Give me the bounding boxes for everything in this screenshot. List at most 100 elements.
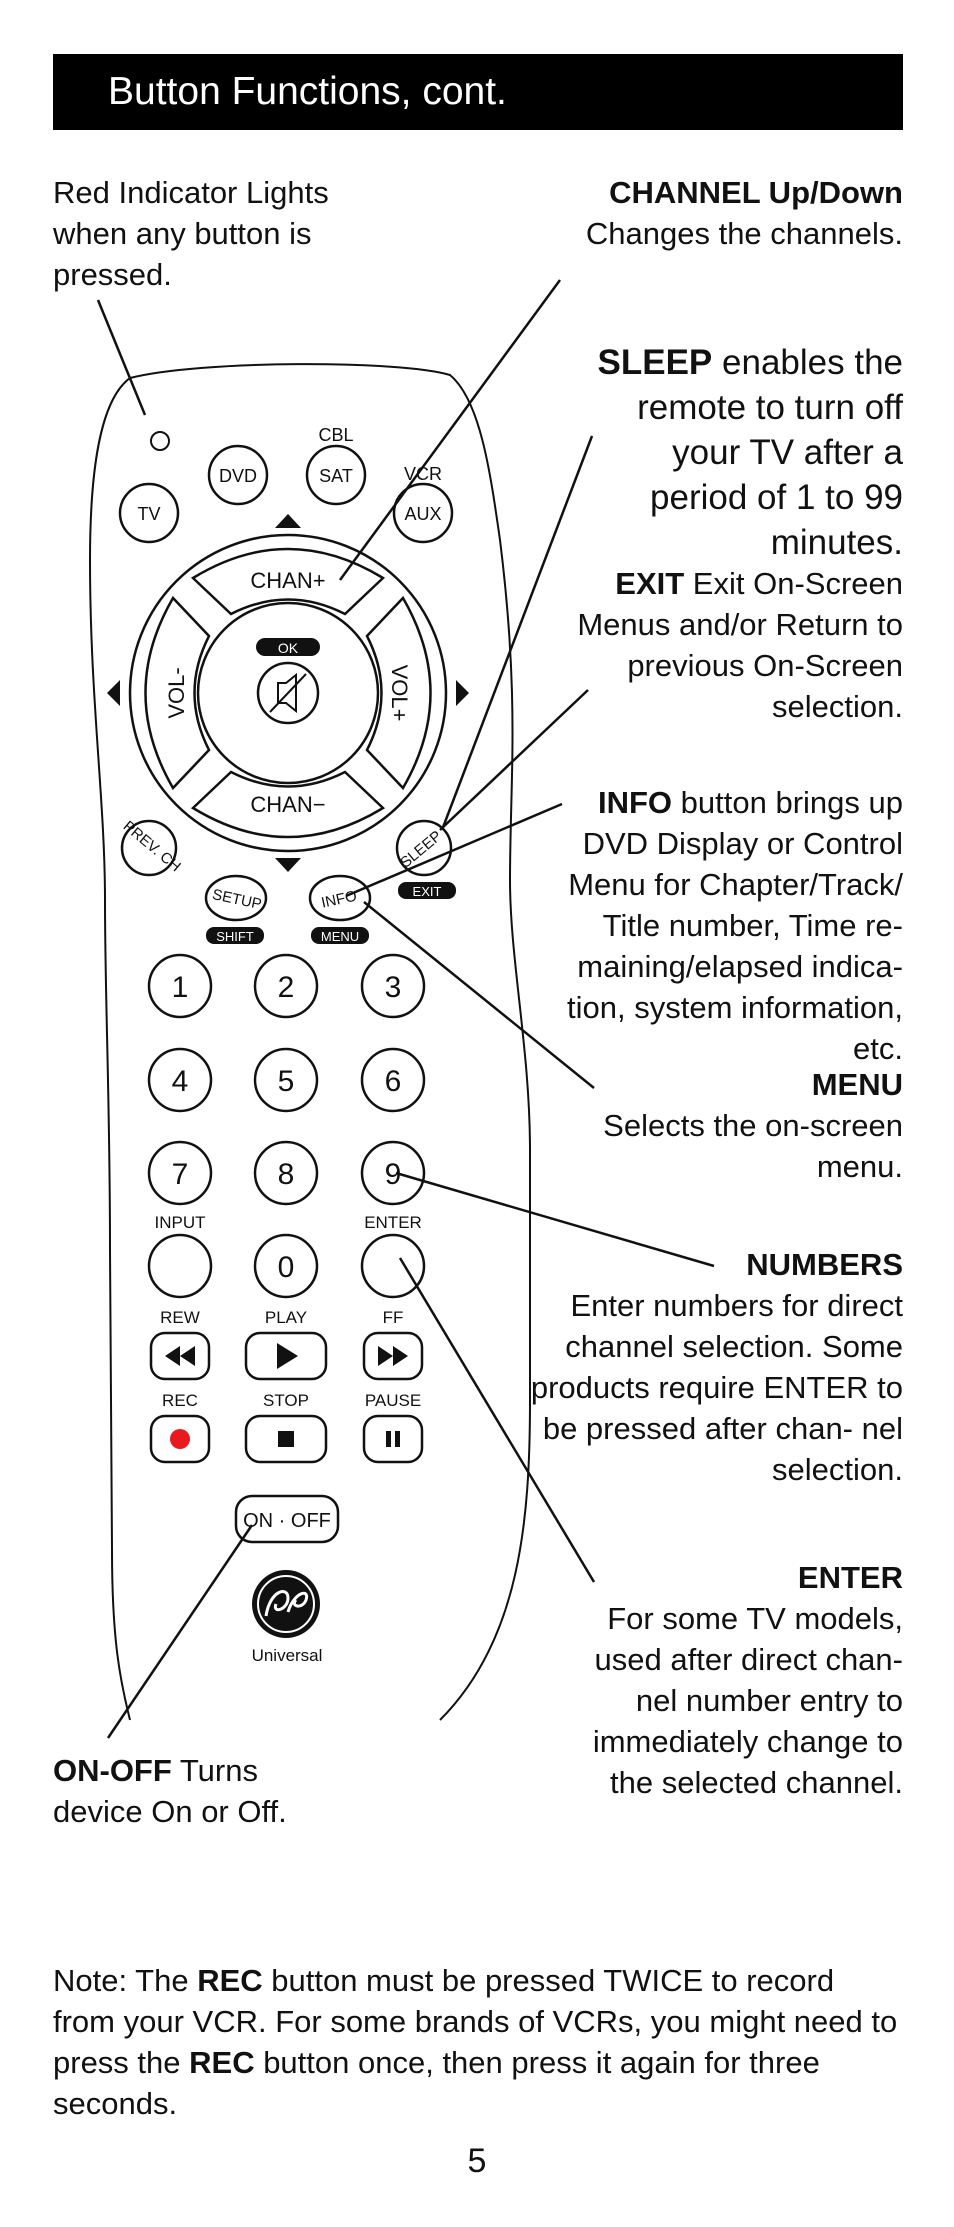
- sat-label: SAT: [319, 466, 353, 486]
- leader-sleep: [440, 435, 594, 831]
- chan-down-button: [190, 770, 386, 839]
- on-off-button: [234, 1494, 340, 1544]
- exit-badge: [398, 882, 456, 899]
- leader-info: [345, 802, 563, 898]
- enter-button: [360, 1233, 426, 1299]
- digit-2-button: [253, 953, 319, 1019]
- leader-indicator: [96, 299, 147, 416]
- digit-0-label: 0: [278, 1251, 295, 1284]
- digit-8-button: [253, 1140, 319, 1206]
- digit-3-label: 3: [385, 971, 402, 1004]
- indicator-light: [150, 431, 170, 451]
- pause-button: [362, 1414, 424, 1464]
- fast-forward-icon-2: [393, 1346, 408, 1366]
- sleep-button: [395, 819, 453, 877]
- digit-4-button: [147, 1047, 213, 1113]
- channel-annotation: CHANNEL Up/Down Changes the channels.: [500, 172, 903, 254]
- leader-exit: [439, 689, 589, 831]
- mute-icon: [269, 672, 307, 714]
- ok-badge: [256, 638, 320, 656]
- note-suffix: button once, then press it again for thr…: [53, 2045, 820, 2121]
- aux-label: AUX: [404, 504, 441, 524]
- play-label: PLAY: [265, 1308, 307, 1327]
- digit-2-label: 2: [278, 971, 295, 1004]
- digit-4-label: 4: [172, 1065, 189, 1098]
- pause-label: PAUSE: [365, 1391, 421, 1410]
- note-rec-1: REC: [197, 1963, 263, 1998]
- menu-badge: [311, 927, 369, 944]
- vol-up-label: VOL+: [387, 665, 412, 722]
- menu-label: MENU: [321, 929, 359, 944]
- input-label: INPUT: [155, 1213, 206, 1232]
- onoff-annotation: ON-OFF Turns device On or Off.: [53, 1750, 343, 1832]
- setup-button: [204, 874, 268, 922]
- chan-up-button: [190, 547, 386, 616]
- red-indicator-annotation: Red Indicator Lights when any button is …: [53, 172, 343, 295]
- mute-button: [256, 661, 320, 725]
- prev-ch-button: [120, 819, 178, 877]
- section-header: Button Functions, cont.: [53, 54, 903, 130]
- sleep-body: enables the remote to turn off your TV a…: [637, 343, 903, 562]
- play-icon: [277, 1343, 298, 1369]
- channel-heading: CHANNEL Up/Down: [609, 175, 903, 210]
- arrow-right-icon: [456, 680, 469, 706]
- leader-numbers: [395, 1171, 715, 1268]
- menu-body: Selects the on-screen menu.: [603, 1108, 903, 1184]
- ok-label: OK: [278, 640, 299, 656]
- arrow-up-icon: [275, 514, 301, 528]
- note-prefix: Note: The: [53, 1963, 198, 1998]
- chan-down-label: CHAN−: [250, 792, 325, 817]
- info-body: button brings up DVD Display or Control …: [567, 785, 903, 1066]
- rewind-icon: [165, 1346, 180, 1366]
- digit-6-label: 6: [385, 1065, 402, 1098]
- info-heading: INFO: [597, 785, 673, 820]
- rew-label: REW: [160, 1308, 200, 1327]
- vol-down-button: [144, 595, 211, 791]
- digit-3-button: [360, 953, 426, 1019]
- tv-label: TV: [137, 504, 160, 524]
- stop-label: STOP: [263, 1391, 309, 1410]
- dpad-inner: [196, 601, 380, 785]
- leader-onoff: [106, 1524, 254, 1739]
- leader-enter: [398, 1257, 596, 1583]
- exit-annotation: EXIT Exit On-Screen Menus and/or Return …: [558, 563, 903, 727]
- numbers-heading: NUMBERS: [746, 1247, 903, 1282]
- enter-label: ENTER: [364, 1213, 422, 1232]
- stop-icon: [278, 1431, 294, 1447]
- leader-channel: [338, 279, 562, 581]
- cbl-label: CBL: [318, 425, 353, 445]
- dpad-outer: [128, 533, 448, 853]
- numbers-annotation: NUMBERS Enter numbers for direct channel…: [522, 1244, 903, 1490]
- ge-logo-icon: [252, 1570, 320, 1638]
- arrow-left-icon: [107, 680, 120, 706]
- leader-menu: [363, 901, 595, 1089]
- vol-up-button: [365, 595, 432, 791]
- enter-body: For some TV models, used after direct ch…: [592, 1601, 903, 1800]
- digit-9-label: 9: [385, 1158, 402, 1191]
- ff-label: FF: [383, 1308, 404, 1327]
- dvd-label: DVD: [219, 466, 257, 486]
- digit-5-button: [253, 1047, 319, 1113]
- aux-button: [392, 482, 454, 544]
- digit-9-button: [360, 1140, 426, 1206]
- arrow-down-icon: [275, 858, 301, 872]
- note-rec-2: REC: [189, 2045, 255, 2080]
- section-title: Button Functions, cont.: [108, 70, 507, 113]
- enter-heading: ENTER: [797, 1560, 903, 1595]
- digit-7-label: 7: [172, 1158, 189, 1191]
- pause-icon: [386, 1431, 391, 1447]
- shift-badge: [206, 927, 264, 944]
- remote-body-outline: [88, 363, 531, 1721]
- info-button: [308, 874, 372, 922]
- rec-label: REC: [162, 1391, 198, 1410]
- rewind-icon-2: [180, 1346, 195, 1366]
- shift-label: SHIFT: [216, 929, 254, 944]
- rec-note: Note: The REC button must be pressed TWI…: [53, 1960, 903, 2124]
- digit-1-button: [147, 953, 213, 1019]
- on-off-label: ON · OFF: [243, 1510, 331, 1532]
- numbers-body: Enter numbers for direct channel selecti…: [530, 1288, 903, 1487]
- enter-annotation: ENTER For some TV models, used after dir…: [560, 1557, 903, 1803]
- exit-body: Exit On-Screen Menus and/or Return to pr…: [577, 566, 903, 724]
- pause-icon-2: [395, 1431, 400, 1447]
